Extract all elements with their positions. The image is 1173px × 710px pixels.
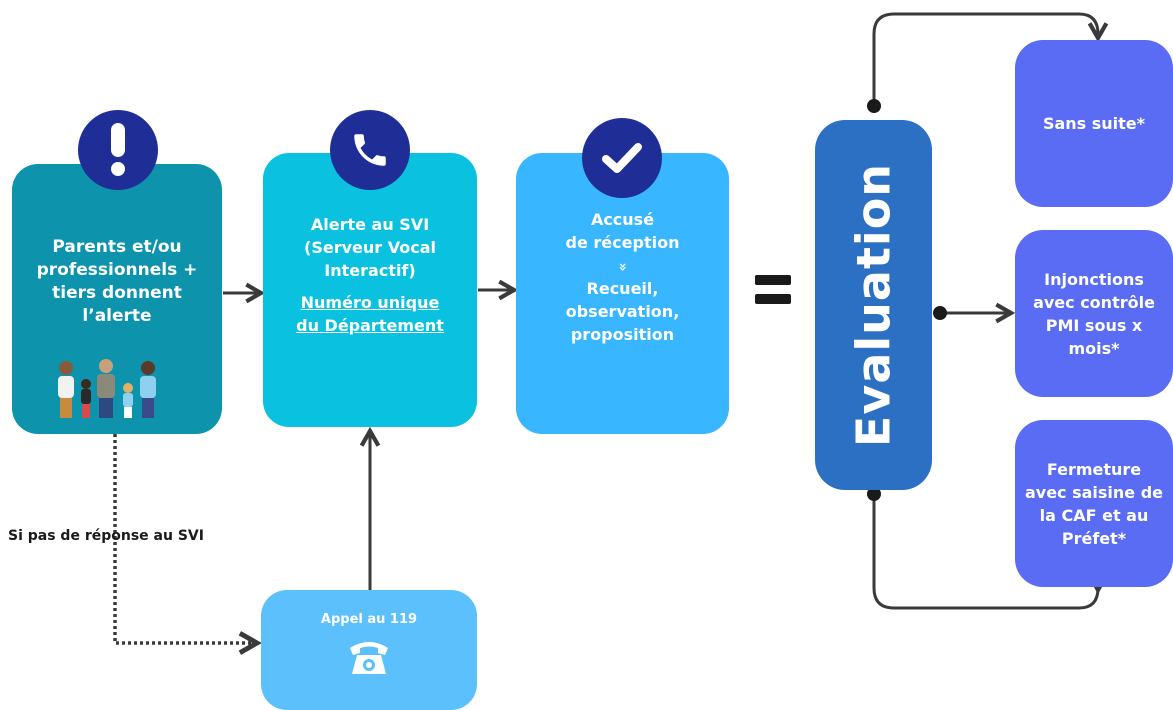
outcome-text: Injonctions avec contrôle PMI sous x moi… [1015,230,1173,397]
no-response-label: Si pas de réponse au SVI [8,528,204,544]
connectors [113,12,1173,693]
appel-label: Appel au 119 [320,612,418,627]
alerte-box: Parents et/ou professionnels + tiers don… [12,164,222,434]
outcome-line: avec saisine de [1024,482,1164,502]
outcome-line: mois* [1068,338,1120,358]
svi-line: Interactif) [324,261,416,280]
dot-eval-middle [933,306,947,320]
family-icon [58,359,156,418]
outcome-fermeture: Fermeture avec saisine de la CAF et au P… [1015,420,1173,587]
outcome-text: Fermeture avec saisine de la CAF et au P… [1015,420,1173,587]
alerte-line: tiers donnent [52,283,182,303]
arrow-eval-to-outcome3 [872,494,1098,610]
outcome-line: Injonctions [1044,269,1144,289]
accuse-line: Recueil, [586,279,659,298]
accuse-line: Accusé [590,210,655,229]
outcome-line: la CAF et au [1039,505,1149,525]
accuse-line: observation, [565,302,680,321]
alerte-line: l’alerte [82,306,152,326]
outcome-line: PMI sous x [1045,315,1143,335]
svi-line: (Serveur Vocal [304,238,436,257]
outcome-text: Sans suite* [1015,40,1173,207]
svi-text: Alerte au SVI (Serveur Vocal Interactif)… [263,213,477,337]
outcome-line: Sans suite* [1042,114,1146,133]
evaluation-box: Evaluation [815,120,932,490]
outcome-line: Préfet* [1061,528,1127,548]
svi-link-line: du Département [296,316,444,335]
svi-link-line: Numéro unique [300,293,440,312]
telephone-icon [350,642,388,674]
alerte-text: Parents et/ou professionnels + tiers don… [12,236,222,328]
dot-eval-bottom [867,487,881,501]
accuse-line: de réception [565,233,680,252]
phone-icon [330,110,410,190]
alerte-line: Parents et/ou [52,237,182,257]
check-icon [582,118,662,198]
evaluation-label: Evaluation [846,162,900,448]
equals-sign [755,275,791,313]
chevron-down-icon: » [614,262,631,272]
accuse-text: Accusé de réception » Recueil, observati… [516,208,729,346]
dot-eval-top [867,99,881,113]
outcome-line: avec contrôle [1033,292,1155,312]
numero-unique-link[interactable]: Numéro unique du Département [263,291,477,337]
svi-line: Alerte au SVI [310,215,430,234]
outcome-line: Fermeture [1046,459,1142,479]
exclamation-icon [78,110,158,190]
appel-119-box: Appel au 119 [261,590,477,710]
accuse-line: proposition [570,325,675,344]
alerte-line: professionnels + [36,260,198,280]
outcome-sans-suite: Sans suite* [1015,40,1173,207]
svi-box: Alerte au SVI (Serveur Vocal Interactif)… [263,153,477,427]
outcome-injonctions: Injonctions avec contrôle PMI sous x moi… [1015,230,1173,397]
accuse-box: Accusé de réception » Recueil, observati… [516,153,729,434]
arrow-eval-to-outcome1 [872,12,1098,106]
